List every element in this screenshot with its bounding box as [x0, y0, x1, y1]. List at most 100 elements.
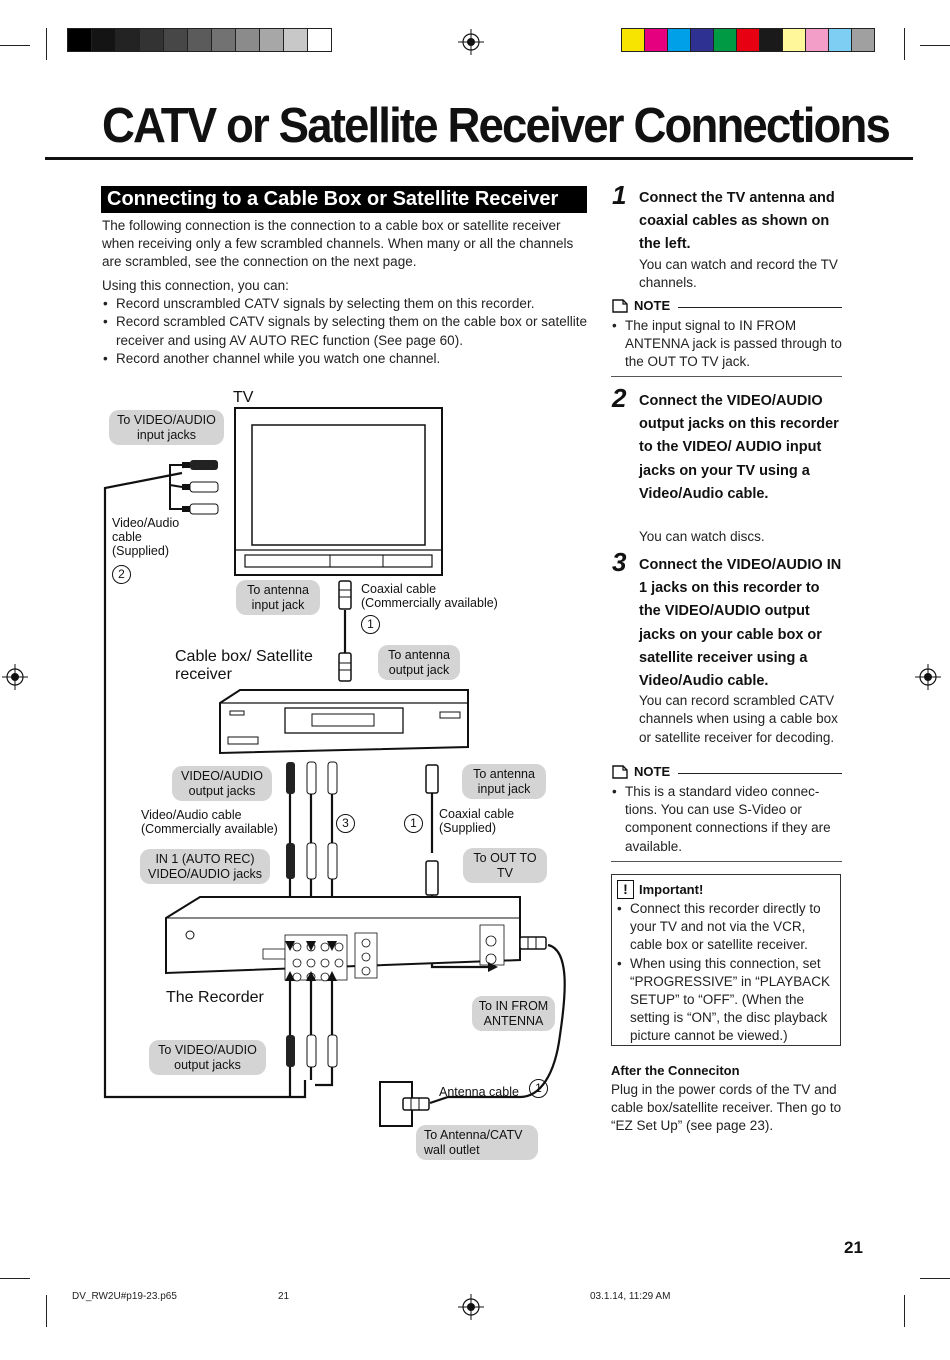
gray-swatch [67, 28, 92, 52]
color-swatch [782, 28, 806, 52]
section-heading: Connecting to a Cable Box or Satellite R… [101, 186, 587, 237]
cable-box-av-plugs [286, 761, 439, 795]
using-lead: Using this connection, you can: [102, 278, 289, 293]
gray-swatch [283, 28, 308, 52]
callout-recorder-av-output: To VIDEO/AUDIO output jacks [149, 1040, 266, 1075]
after-body: Plug in the power cords of the TV and ca… [611, 1082, 842, 1134]
cable-box [219, 689, 469, 755]
list-item: The input signal to IN FROM ANTENNA jack… [611, 317, 843, 372]
step-marker: 3 [336, 814, 355, 833]
color-swatch [667, 28, 691, 52]
step-number: 1 [612, 180, 627, 210]
grayscale-bar [67, 28, 332, 52]
note-heading: NOTE [612, 764, 670, 779]
color-swatch [851, 28, 875, 52]
av-cable-line [103, 471, 307, 1099]
color-swatch [828, 28, 852, 52]
color-swatch [759, 28, 783, 52]
crop-mark [904, 1295, 905, 1327]
list-item: This is a standard video connec- tions. … [611, 783, 836, 856]
av-cable-commercial-label: Video/Audio cable (Commercially availabl… [141, 808, 278, 836]
antenna-plug [519, 936, 547, 950]
gray-swatch [211, 28, 236, 52]
gray-swatch [91, 28, 116, 52]
antenna-cable-label: Antenna cable [439, 1085, 519, 1099]
important-box: ! Important! Connect this recorder direc… [611, 874, 841, 1046]
callout-tv-av-input: To VIDEO/AUDIO input jacks [109, 410, 224, 445]
divider [611, 376, 842, 377]
step-marker: 1 [529, 1079, 548, 1098]
footer-page: 21 [278, 1291, 290, 1302]
step-body: You can watch discs. [639, 529, 765, 544]
gray-swatch [259, 28, 284, 52]
tv-av-plugs [169, 460, 219, 515]
footer-date: 03.1.14, 11:29 AM [590, 1291, 671, 1302]
step-body: You can watch and record the TV channels… [639, 257, 838, 291]
callout-wall-outlet: To Antenna/CATV wall outlet [416, 1125, 538, 1160]
step-marker: 1 [361, 615, 380, 634]
callout-in1-jacks: IN 1 (AUTO REC) VIDEO/AUDIO jacks [140, 849, 270, 884]
color-swatch [621, 28, 645, 52]
step-marker: 2 [112, 565, 131, 584]
list-item: Connect this recorder directly to your T… [616, 900, 838, 955]
important-label: Important! [639, 882, 704, 897]
after-heading: After the Conneciton [611, 1063, 740, 1078]
coax-supplied-label: Coaxial cable (Supplied) [439, 807, 515, 835]
note-rule [678, 773, 842, 774]
note-rule [678, 307, 842, 308]
important-heading: ! Important! [617, 880, 703, 899]
intro-paragraph: The following connection is the connecti… [102, 218, 574, 270]
color-swatch [644, 28, 668, 52]
crop-mark [920, 1278, 950, 1279]
color-swatch [690, 28, 714, 52]
list-item: Record another channel while you watch o… [102, 350, 588, 368]
tv-label: TV [233, 389, 254, 406]
important-list: Connect this recorder directly to your T… [616, 900, 838, 1046]
note-icon [612, 298, 628, 313]
crop-mark [904, 28, 905, 60]
footer-filename: DV_RW2U#p19-23.p65 [72, 1291, 177, 1302]
page-number: 21 [844, 1238, 863, 1257]
warning-icon: ! [617, 880, 634, 899]
step-body: You can record scrambled CATV channels w… [639, 693, 838, 745]
gray-swatch [307, 28, 332, 52]
note-label: NOTE [634, 298, 671, 313]
av-cable-supplied-label: Video/Audio cable (Supplied) [112, 516, 180, 558]
color-swatch [736, 28, 760, 52]
crop-mark [0, 1278, 30, 1279]
gray-swatch [187, 28, 212, 52]
registration-mark-icon [2, 664, 28, 690]
using-list: Record unscrambled CATV signals by selec… [102, 295, 588, 368]
gray-swatch [163, 28, 188, 52]
note-list: The input signal to IN FROM ANTENNA jack… [611, 317, 843, 372]
note-icon [612, 764, 628, 779]
recorder-label: The Recorder [166, 989, 264, 1006]
gray-swatch [235, 28, 260, 52]
recorder-av-plugs [286, 842, 439, 1068]
list-item: Record unscrambled CATV signals by selec… [102, 295, 588, 313]
callout-antenna-input-jack: To antenna input jack [462, 764, 546, 799]
callout-antenna-output: To antenna output jack [378, 645, 460, 680]
step-number: 3 [612, 547, 627, 577]
connection-diagram [103, 407, 566, 1127]
callout-out-to-tv: To OUT TO TV [463, 848, 547, 883]
crop-mark [920, 45, 950, 46]
callout-in-from-antenna: To IN FROM ANTENNA [472, 996, 555, 1031]
gray-swatch [139, 28, 164, 52]
list-item: Record scrambled CATV signals by selecti… [102, 313, 588, 349]
page-title: CATV or Satellite Receiver Connections [102, 99, 891, 153]
tv-set [234, 407, 443, 576]
step-heading: Connect the TV antenna and coaxial cable… [639, 190, 835, 253]
gray-swatch [115, 28, 140, 52]
coax-plug [338, 580, 352, 682]
crop-mark [46, 28, 47, 60]
color-swatch [713, 28, 737, 52]
crop-mark [46, 1295, 47, 1327]
callout-antenna-input: To antenna input jack [236, 580, 320, 615]
color-bar [621, 28, 875, 52]
color-swatch [805, 28, 829, 52]
using-block: Using this connection, you can: Record u… [102, 277, 588, 368]
list-item: When using this connection, set “PROGRES… [616, 955, 838, 1046]
note-heading: NOTE [612, 298, 670, 313]
registration-mark-icon [458, 1294, 484, 1320]
